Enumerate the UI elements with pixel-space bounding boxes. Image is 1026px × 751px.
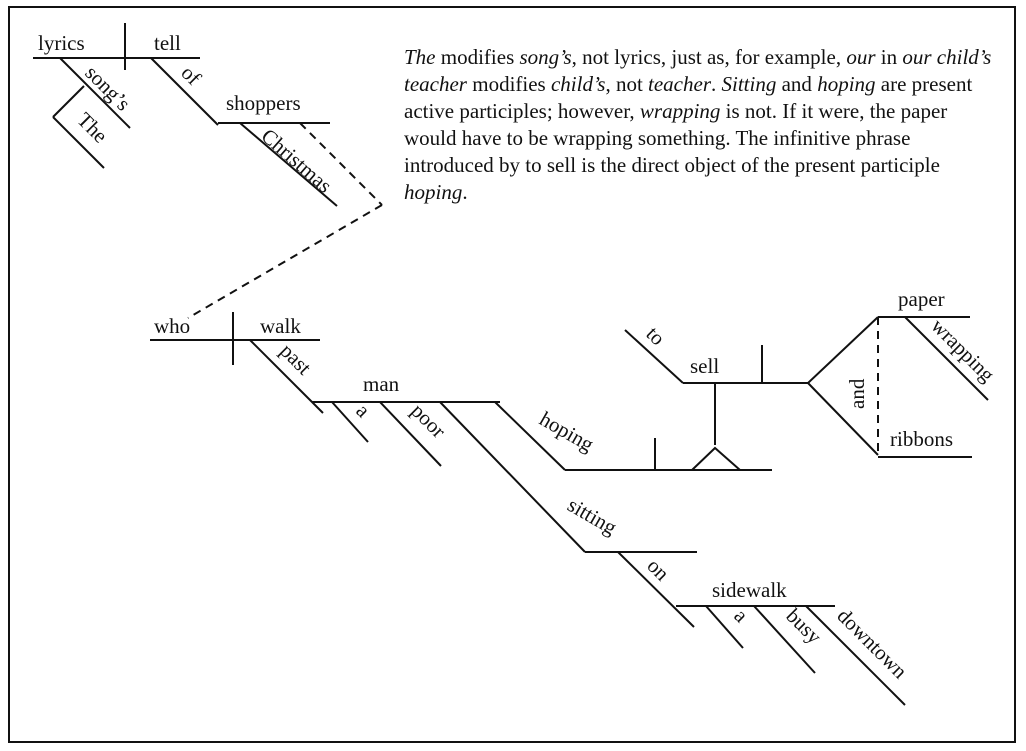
downtown-modifier-line [805,605,906,706]
diagram-frame [8,6,1016,743]
word-who: who [154,314,190,338]
poor-modifier-line [379,401,442,467]
note-part: and [776,72,818,96]
a2-modifier-line [705,605,744,649]
word-a2: a [729,604,753,628]
explanation-note: The modifies song’s, not lyrics, just as… [404,44,996,206]
word-and: and [845,378,869,409]
busy-modifier-line [753,605,816,674]
note-part: The [404,45,436,69]
word-to: to [641,322,670,351]
dash-from-shoppers [299,122,383,206]
note-part: teacher [648,72,712,96]
sitting-curve [439,401,586,553]
note-part: are present active participles; however, [404,72,973,123]
the-connector [52,85,85,118]
note-part: hoping [404,180,463,204]
fork-lower [807,382,879,456]
christmas-modifier-line [239,122,338,207]
note-part: , not [605,72,649,96]
note-part: . [711,72,722,96]
note-part: song’s [519,45,572,69]
word-man: man [363,372,400,396]
relative-clause-connector [187,122,383,319]
songs-modifier-line [59,57,131,129]
word-sell: sell [690,354,719,378]
on-preposition-line [617,551,695,628]
of-preposition-line [150,57,219,126]
note-part: in [875,45,903,69]
word-of: of [176,61,205,90]
to-line [624,329,684,384]
note-part: modifies [435,45,520,69]
a-modifier-line [331,401,369,443]
note-part: our child’s teacher [404,45,992,96]
note-part: child’s [550,72,606,96]
note-part: hoping [817,72,876,96]
dash-to-who [187,204,383,319]
wrapping-modifier-line [904,316,989,401]
note-part: Sitting [721,72,777,96]
word-shoppers: shoppers [226,91,301,115]
word-paper: paper [898,287,945,311]
word-sidewalk: sidewalk [712,578,787,602]
note-part: . [462,180,468,204]
word-ribbons: ribbons [890,427,953,451]
stilt-base [689,446,743,471]
infinitive-phrase: to sell and paper wrapping ribbons [624,287,1000,471]
word-lyrics: lyrics [38,31,85,55]
fork-upper [807,316,879,384]
past-preposition-line [249,339,324,414]
word-walk: walk [260,314,301,338]
note-part: , not lyrics, just as, for example, [571,45,847,69]
note-part: our [846,45,876,69]
word-past: past [275,339,316,380]
hoping-curve [494,401,566,471]
word-busy: busy [781,604,826,649]
note-part: modifies [466,72,551,96]
note-part: is not. If it were, the paper would have… [404,99,948,177]
word-christmas: Christmas [257,124,337,198]
relative-clause: who walk past man a poor hoping sitting … [150,312,912,706]
word-sitting: sitting [564,493,622,540]
the-modifier-line [52,116,105,169]
note-part: wrapping [639,99,721,123]
word-tell: tell [154,31,181,55]
main-clause: lyrics tell song’s The of shoppers Chris… [33,23,338,207]
